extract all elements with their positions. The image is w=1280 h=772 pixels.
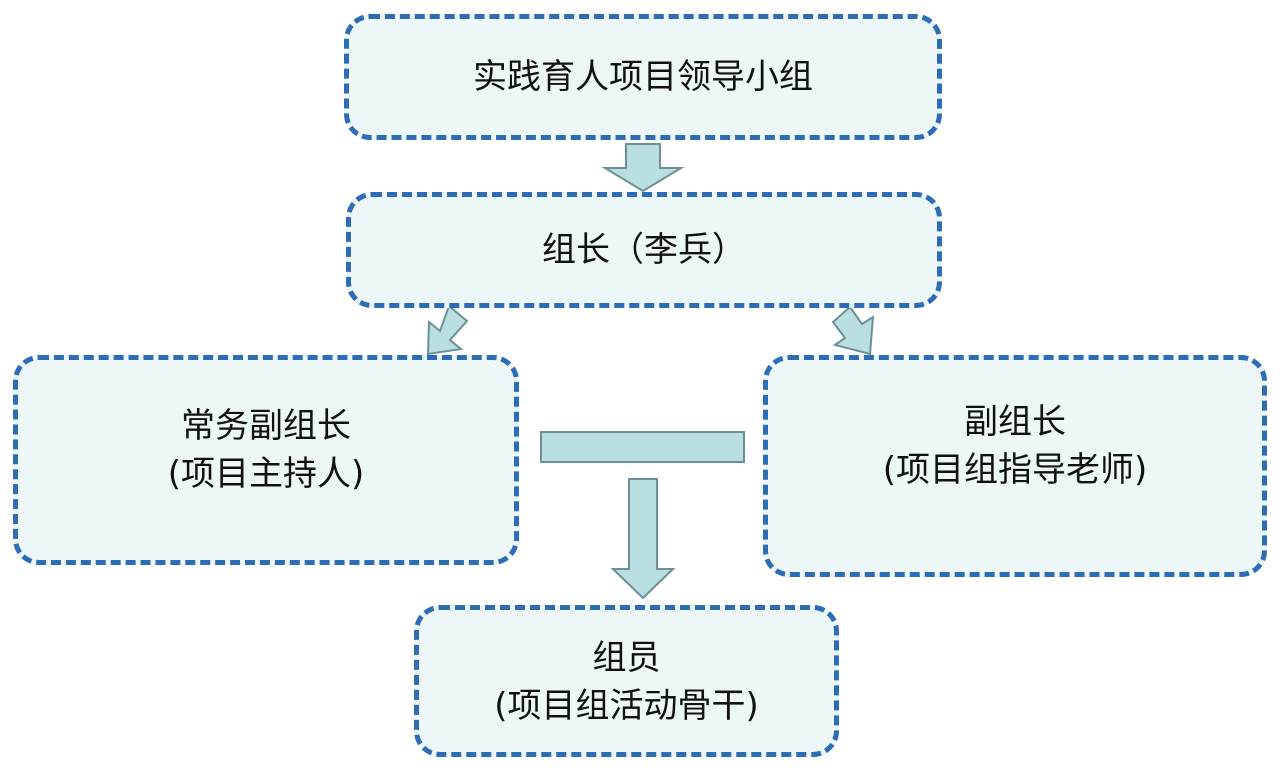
deputy-role: (项目组指导老师): [882, 450, 1148, 490]
arrow-down-icon: [610, 478, 676, 600]
members-box: 组员 (项目组活动骨干): [414, 605, 839, 757]
executive-deputy-role: (项目主持人): [167, 454, 365, 494]
leadership-group-label: 实践育人项目领导小组: [473, 57, 813, 97]
connector-bar: [540, 431, 745, 463]
arrow-down-left-icon: [426, 304, 469, 356]
deputy-title: 副组长: [964, 402, 1066, 442]
arrow-down-icon: [601, 143, 685, 193]
members-role: (项目组活动骨干): [494, 686, 759, 726]
members-title: 组员: [592, 638, 661, 678]
leadership-group-box: 实践育人项目领导小组: [344, 14, 942, 140]
leader-label: 组长（李兵）: [542, 230, 746, 270]
arrow-down-right-icon: [831, 305, 875, 356]
leader-box: 组长（李兵）: [346, 192, 942, 308]
deputy-box: 副组长 (项目组指导老师): [763, 355, 1267, 577]
executive-deputy-title: 常务副组长: [181, 406, 351, 446]
executive-deputy-box: 常务副组长 (项目主持人): [13, 355, 519, 565]
